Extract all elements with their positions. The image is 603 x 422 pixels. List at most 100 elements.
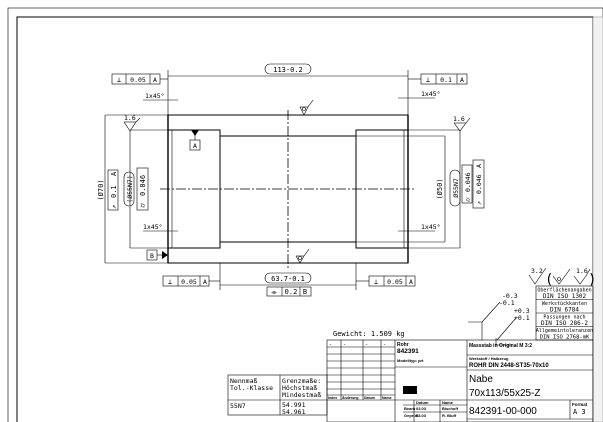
part-section — [160, 110, 415, 268]
fit-max: 54.991 — [282, 401, 306, 409]
fcf-value: 0.05 — [387, 278, 403, 286]
tolerance-text: -0.3 — [502, 292, 518, 300]
checked-label: Geprüft — [404, 413, 419, 418]
runout-fcf: 0.1 — [110, 185, 118, 198]
rev-header: Datum — [364, 396, 375, 400]
checked-date: 03.03 — [416, 413, 427, 418]
roughness-symbol-left: 1.6 — [123, 114, 141, 132]
part-name: Nabe — [469, 374, 493, 385]
roughness-general: 3.2 — [531, 267, 543, 275]
chamfer-note: 1x45° — [145, 92, 165, 100]
roughness-inner: 1.6 — [576, 267, 588, 275]
fcf-value: 0.1 — [440, 76, 452, 84]
datum-label: B — [150, 252, 154, 260]
inner-diameter-dim: (Ø50) — [436, 178, 444, 199]
name-label: Name — [442, 400, 454, 405]
fcf-datum: A — [460, 76, 464, 84]
chamfer-note: 1x45° — [421, 223, 441, 231]
fcf-bottom-right: ⊥ 0.05 A — [356, 275, 416, 287]
datum-b: B — [146, 249, 168, 261]
drawing-number: 842391-00-000 — [469, 406, 537, 417]
tolerance-text: +0.3 — [514, 307, 530, 315]
cylindricity-icon: ⌭ — [464, 197, 472, 202]
fcf-datum: A — [475, 164, 483, 168]
fcf-value: 0.2 — [285, 288, 298, 296]
tolerance-text: +0.1 — [514, 314, 530, 322]
material-label: Werkstoff / Halbzeug — [469, 356, 509, 361]
weight-label: Gewicht: 1.509 kg — [333, 330, 405, 338]
format-label: Format — [572, 402, 588, 407]
drawn-label: Bearb — [404, 406, 416, 411]
bore-left-dim: (Ø55N7) — [126, 175, 134, 202]
scale-label: Massstab in Original M 3:2 — [469, 343, 532, 349]
fcf-datum: B — [303, 288, 307, 296]
rev-cell: - — [343, 342, 346, 348]
rev-cell: - — [365, 342, 368, 348]
fcf-value: 0.046 — [139, 175, 147, 196]
model-type: Modelltyp: prt — [397, 358, 424, 363]
standard-value: DIN 6784 — [550, 307, 579, 314]
roughness-symbol-right: 1.6 — [453, 115, 471, 132]
perpendicularity-icon: ⊥ — [426, 76, 430, 84]
checked-name: R. Bluff — [442, 413, 457, 418]
datum-a: A — [189, 130, 201, 151]
fcf-value: 0.046 — [464, 172, 472, 192]
fit-header: Grenzmaße: — [282, 377, 321, 385]
standard-value: DIN ISO 2768-mK — [540, 335, 590, 341]
revision-table: - - - - Index Änderung Datum Name — [327, 340, 396, 422]
drawing-frame — [16, 16, 594, 422]
rohr-label: Rohr — [397, 342, 409, 348]
rev-cell: - — [329, 342, 332, 348]
fcf-bottom-left: ⊥ 0.05 A — [162, 275, 220, 287]
datum-label: A — [193, 142, 197, 150]
standard-value: DIN ISO 1302 — [543, 293, 587, 300]
machined-surface-icon — [295, 99, 314, 264]
fcf-value: 0.046 — [475, 174, 483, 194]
standard-value: DIN ISO 286-2 — [541, 320, 588, 327]
fcf-value: 0.05 — [130, 76, 146, 84]
runout-icon: ↗ — [110, 205, 118, 209]
general-surface-note: 3.2 ( 1.6 ) -0.3 -0.1 +0.3 +0.1 — [468, 267, 596, 346]
standard-label: Allgemeintoleranzen — [536, 328, 593, 334]
fcf-datum: A — [409, 278, 413, 286]
scrollbar[interactable] — [592, 16, 603, 422]
rev-header: Änderung — [342, 396, 359, 400]
fcf-datum: A — [153, 76, 157, 84]
rev-header: Index — [328, 396, 337, 400]
chamfer-note: 1x45° — [143, 223, 163, 231]
outer-diameter-dim: (Ø70) — [97, 179, 105, 200]
title-block: - - - - Index Änderung Datum Name Rohr 8… — [326, 339, 594, 422]
fcf-top-right: ⊥ 0.1 A — [408, 73, 468, 85]
fit-header: Tol.-Klasse — [230, 384, 273, 392]
material: ROHR DIN 2448-ST35-70x10 — [469, 363, 549, 369]
inner-length-dim: 63.7-0.1 — [271, 275, 305, 283]
fit-header: Höchstmaß — [282, 384, 317, 392]
fcf-datum: A — [203, 278, 207, 286]
part-number-short: 842391 — [397, 348, 419, 355]
fit-header: Mindestmaß — [282, 391, 321, 399]
company-logo — [403, 386, 417, 394]
perpendicularity-icon: ⊥ — [117, 76, 121, 84]
fcf-top-left: ⊥ 0.05 A — [111, 73, 168, 85]
chamfer-note: 1x45° — [421, 90, 441, 98]
fcf-value: 0.05 — [181, 278, 197, 286]
standard-label: Passungen nach — [543, 315, 585, 321]
part-name-dims: 70x113/55x25-Z — [469, 388, 541, 399]
roughness-value: 1.6 — [124, 114, 136, 122]
drawn-name: Bischoff — [442, 406, 459, 411]
fit-class: 55N7 — [230, 402, 246, 410]
symmetry-icon: ⌯ — [271, 288, 277, 296]
tolerance-text: -0.1 — [499, 299, 515, 307]
perpendicularity-icon: ⊥ — [168, 278, 172, 286]
fit-table: Nennmaß Tol.-Klasse Grenzmaße: Höchstmaß… — [227, 374, 328, 416]
fit-min: 54.961 — [282, 408, 306, 416]
rev-header: Name — [382, 396, 392, 400]
bore-right-dim: Ø55N7 — [452, 178, 460, 198]
standard-label: Werkstückkanten — [542, 301, 587, 307]
format-value: A 3 — [573, 408, 586, 416]
roughness-value: 1.6 — [453, 115, 465, 123]
perpendicularity-icon: ⊥ — [374, 278, 378, 286]
drawn-date: 03.03 — [416, 406, 427, 411]
dimensions: 113-0.2 63.7-0.1 ⌯ 0.2 B 1x45° 1x45° 1x4… — [97, 63, 485, 297]
